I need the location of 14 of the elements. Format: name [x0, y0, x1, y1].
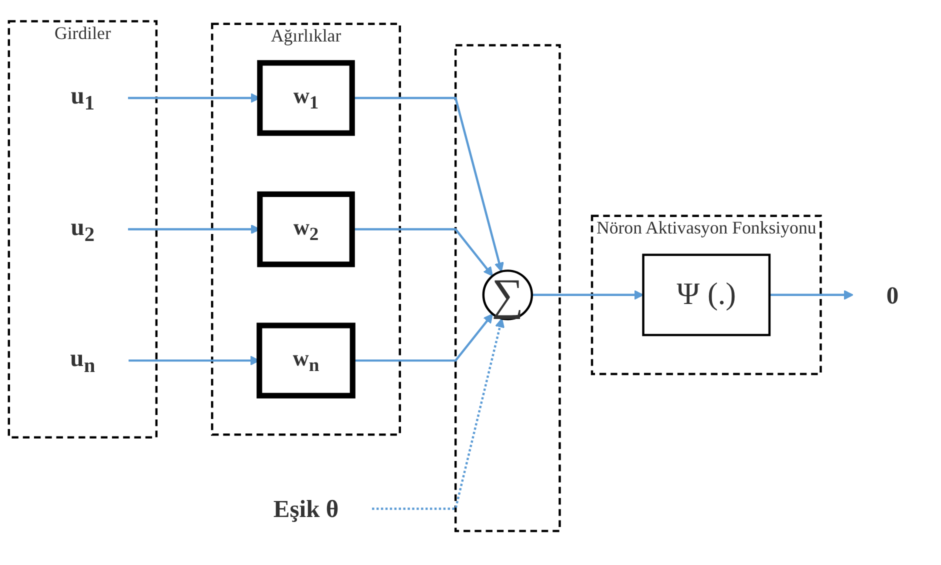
arrow: [532, 290, 644, 300]
node-text: 0: [886, 281, 899, 309]
node-box: w$_{2}$: [257, 191, 355, 268]
node-text: u$_{1}$: [70, 81, 95, 114]
node-text: Eşik θ: [273, 494, 339, 523]
node-box: w$_{1}$: [257, 60, 355, 136]
node-circle: ∑: [482, 270, 533, 320]
node-text: u$_{2}$: [70, 212, 95, 246]
node-text: u$_{n}$: [70, 344, 96, 377]
node-box: w$_{n}$: [256, 322, 356, 398]
cluster: [454, 44, 561, 532]
arrow: [769, 290, 854, 300]
node-box: Ψ (.): [642, 254, 771, 336]
arrow: [372, 318, 505, 510]
